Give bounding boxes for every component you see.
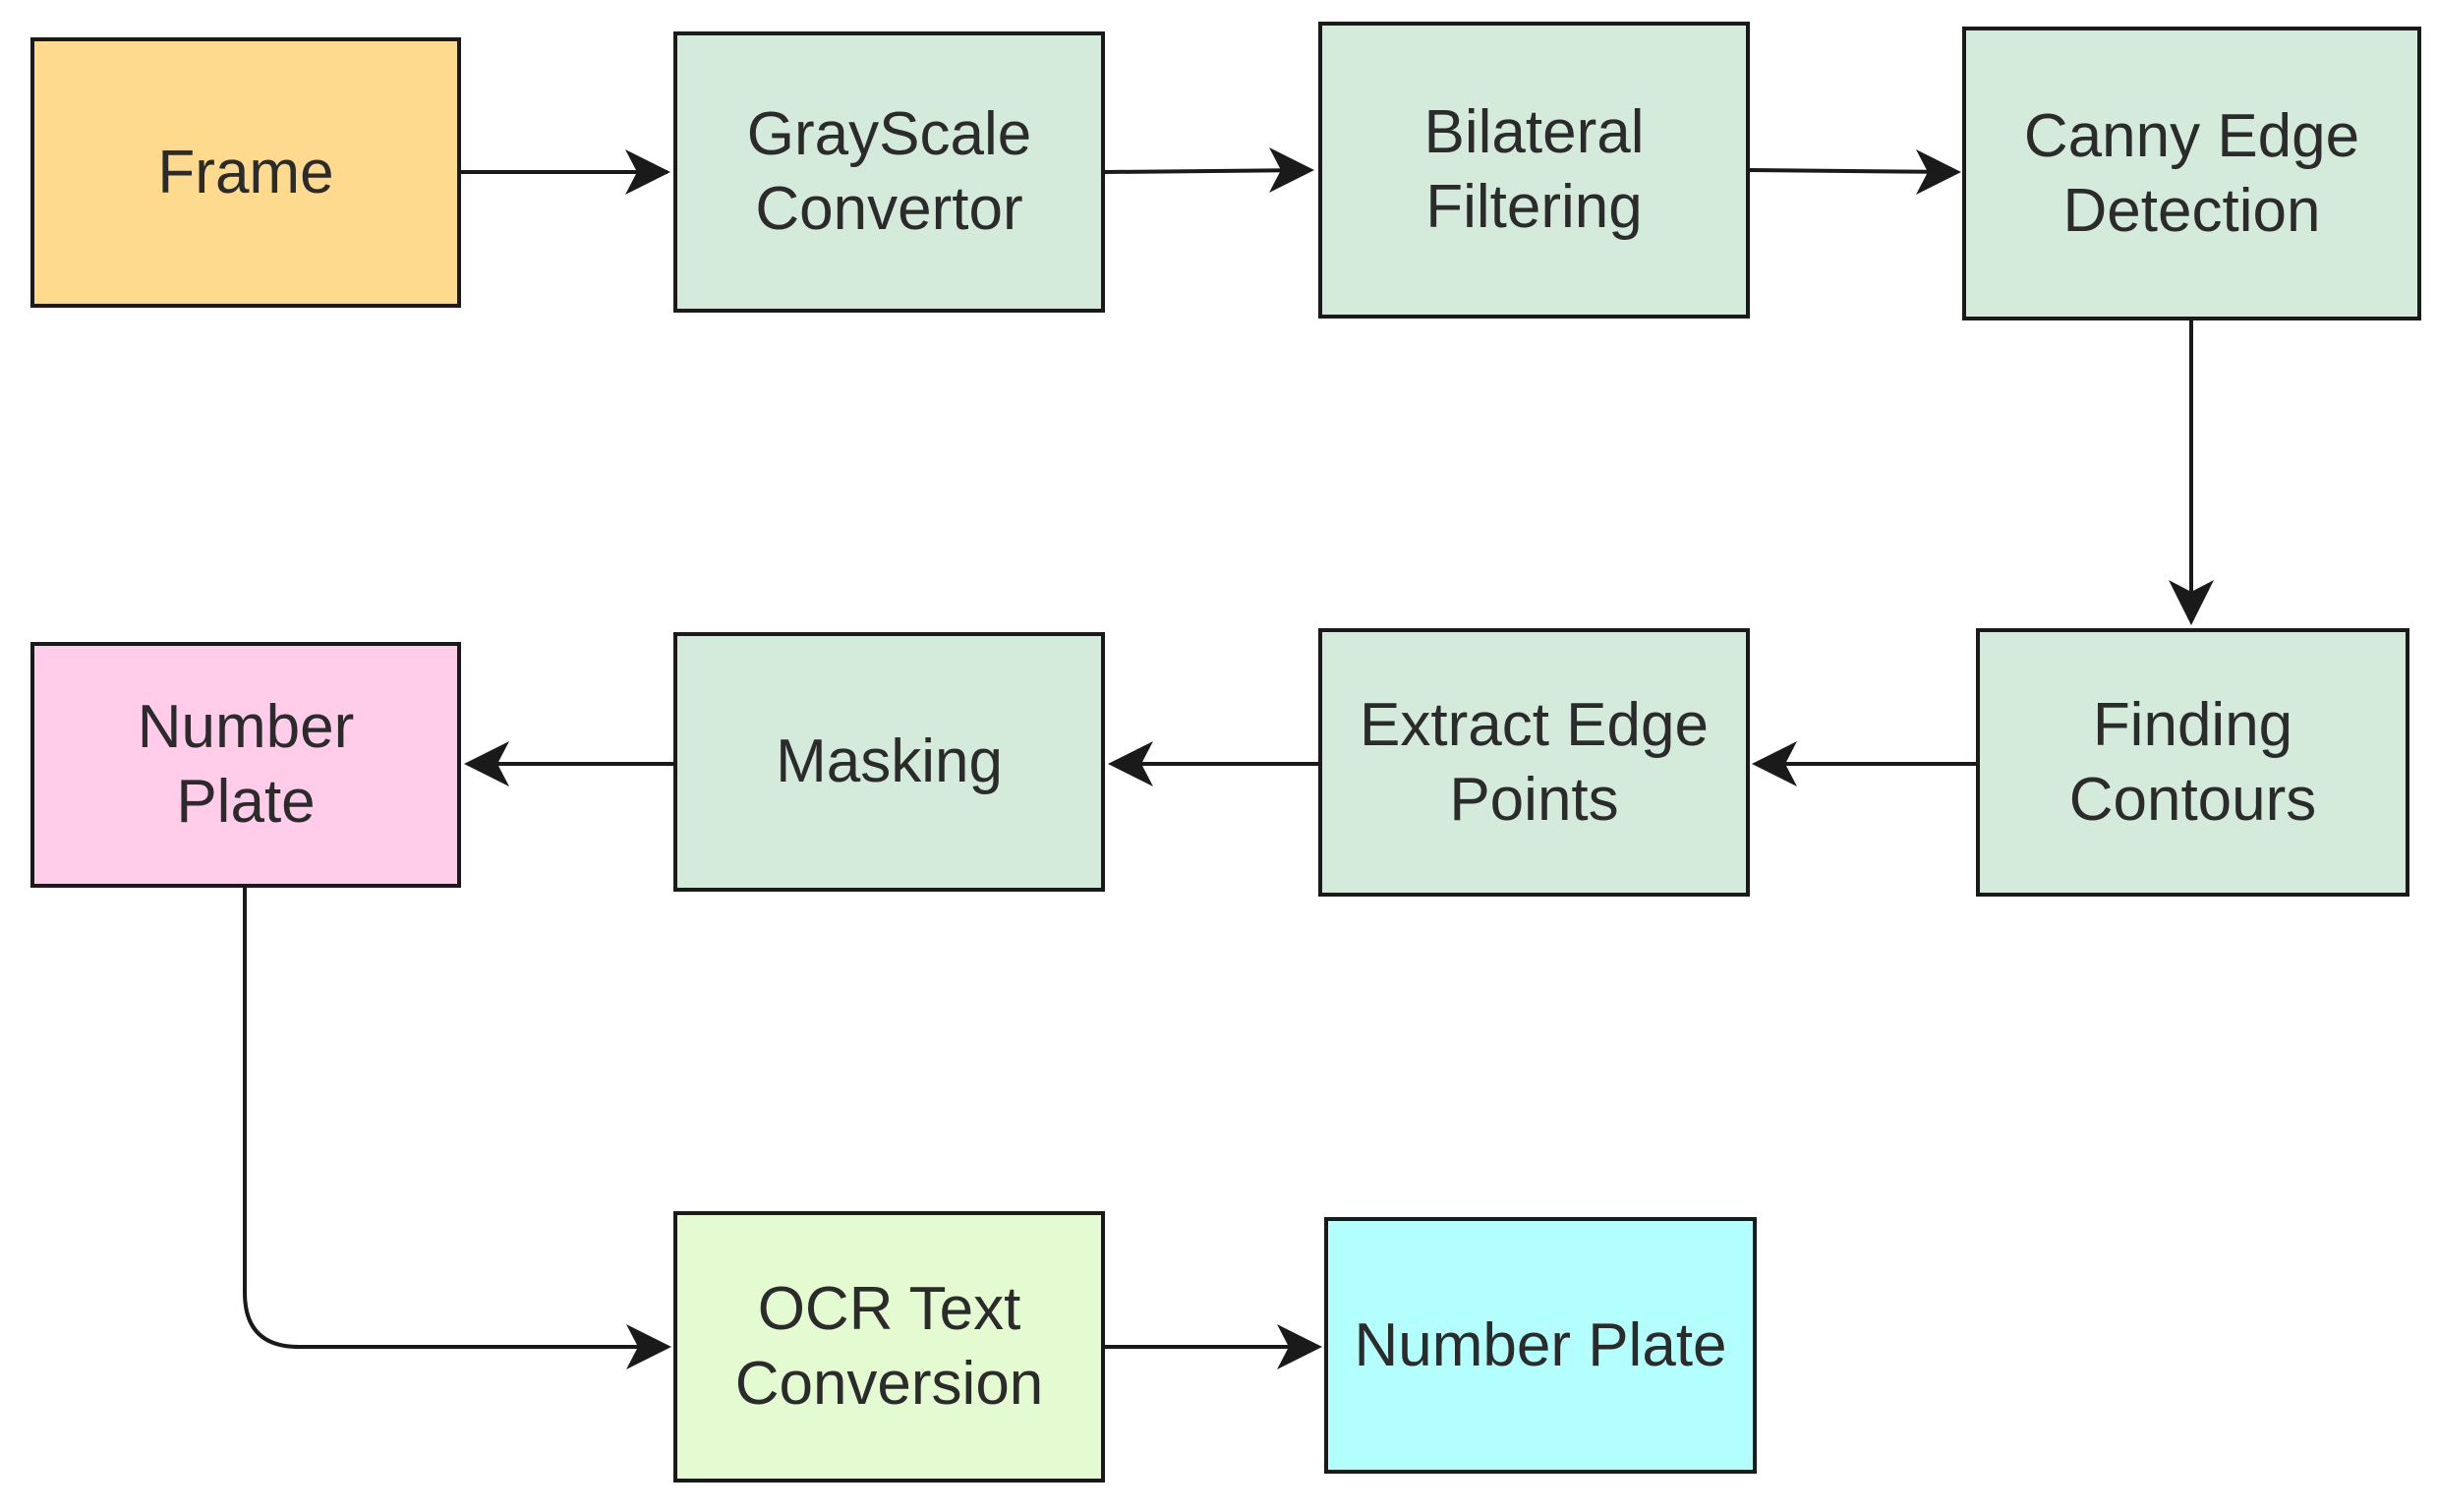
node-number-plate: Number Plate	[30, 642, 461, 888]
node-masking-label: Masking	[776, 727, 1003, 795]
arrowhead-icon	[1108, 741, 1153, 786]
arrowhead-icon	[2169, 580, 2214, 625]
node-masking: Masking	[673, 632, 1105, 892]
arrowhead-icon	[1269, 147, 1314, 193]
node-result-label: Number Plate	[1354, 1310, 1727, 1379]
node-canny-edge-detection: Canny Edge Detection	[1962, 27, 2421, 320]
node-frame: Frame	[30, 37, 461, 308]
node-finding-contours: Finding Contours	[1976, 628, 2409, 897]
arrow-bilateral-to-canny	[1749, 168, 1957, 174]
node-canny-label-line-1: Canny Edge	[2023, 101, 2360, 170]
arrowhead-icon	[1752, 741, 1797, 786]
arrow-numberplate-to-ocr	[243, 888, 667, 1349]
node-canny-label-line-2: Detection	[2062, 176, 2321, 245]
node-bilateral-filtering: Bilateral Filtering	[1318, 22, 1750, 319]
arrowhead-icon	[1916, 149, 1961, 195]
node-grayscale-label-line-2: Convertor	[755, 175, 1023, 243]
node-number-plate-label-line-1: Number	[137, 693, 355, 761]
node-frame-label: Frame	[157, 138, 334, 206]
node-bilateral-label-line-1: Bilateral	[1423, 98, 1645, 166]
node-ocr-text-conversion: OCR Text Conversion	[673, 1211, 1105, 1483]
node-extract-label-line-2: Points	[1449, 765, 1619, 834]
node-number-plate-label-line-2: Plate	[176, 768, 316, 836]
node-contours-label-line-2: Contours	[2068, 765, 2317, 834]
arrowhead-icon	[625, 149, 670, 195]
arrowhead-icon	[626, 1324, 671, 1369]
node-grayscale-label-line-1: GrayScale	[746, 100, 1032, 168]
arrow-grayscale-to-bilateral	[1104, 168, 1311, 174]
arrowhead-icon	[464, 741, 509, 786]
node-contours-label-line-1: Finding	[2092, 690, 2293, 759]
arrowhead-icon	[1277, 1324, 1322, 1369]
node-extract-label-line-1: Extract Edge	[1360, 690, 1709, 759]
node-grayscale-convertor: GrayScale Convertor	[673, 31, 1105, 313]
node-extract-edge-points: Extract Edge Points	[1318, 628, 1750, 897]
node-ocr-label-line-2: Conversion	[734, 1350, 1044, 1418]
node-number-plate-result: Number Plate	[1324, 1217, 1757, 1474]
node-ocr-label-line-1: OCR Text	[757, 1275, 1021, 1343]
node-bilateral-label-line-2: Filtering	[1425, 173, 1643, 241]
